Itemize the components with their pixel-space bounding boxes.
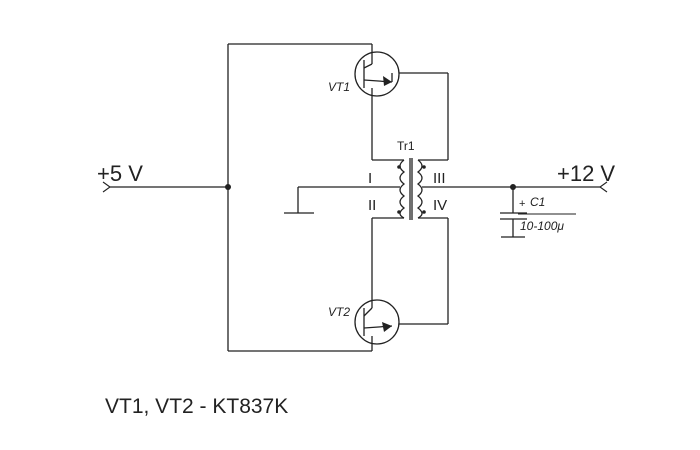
winding-2-label: II xyxy=(368,197,376,214)
winding-3-label: III xyxy=(433,170,446,187)
capacitor-c1 xyxy=(500,184,576,238)
winding-4-label: IV xyxy=(433,197,447,214)
transistor-vt1 xyxy=(354,44,448,160)
capacitor-value-label: 10-100μ xyxy=(520,219,564,233)
vt1-label: VT1 xyxy=(328,80,350,94)
transformer-label: Tr1 xyxy=(397,139,415,153)
left-bus xyxy=(225,43,372,352)
transistor-vt2 xyxy=(354,218,448,351)
ground-symbol xyxy=(284,187,314,214)
input-terminal xyxy=(102,181,228,193)
junction-dot xyxy=(225,184,231,190)
vt2-label: VT2 xyxy=(328,305,350,319)
capacitor-plus-label: + xyxy=(519,198,525,210)
output-voltage-label: +12 V xyxy=(557,161,615,186)
transformer-tr1 xyxy=(298,158,600,220)
input-voltage-label: +5 V xyxy=(97,161,143,186)
winding-1-label: I xyxy=(368,170,372,187)
capacitor-label: C1 xyxy=(530,195,545,209)
parts-note: VT1, VT2 - KT837K xyxy=(105,395,288,418)
output-terminal xyxy=(599,181,608,193)
